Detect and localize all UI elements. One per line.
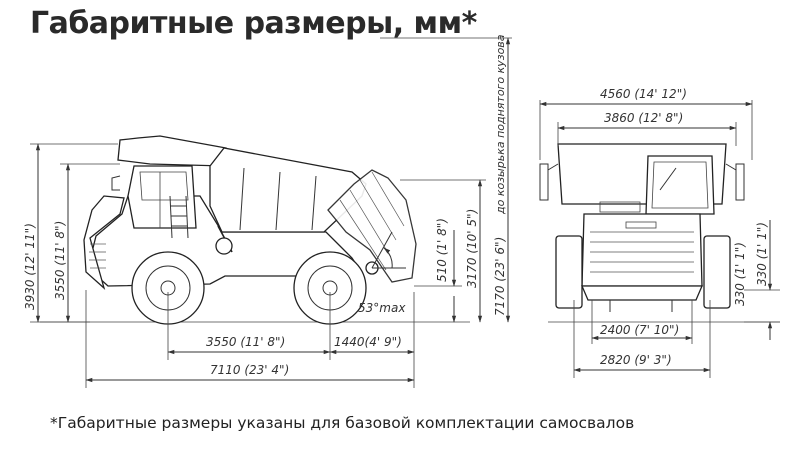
page-title: Габаритные размеры, мм* (30, 6, 477, 41)
raised-body-note: до козырька поднятого кузова (494, 34, 507, 215)
dim-height-small-front: 330 (1' 1") (733, 242, 747, 306)
dim-height-low: 510 (1' 8") (435, 218, 449, 282)
dim-width-total: 4560 (14' 12") (600, 87, 687, 101)
front-view-dimensions (539, 100, 780, 378)
dim-height-cab: 3550 (11' 8") (53, 221, 67, 300)
dim-wheelbase: 3550 (11' 8") (206, 335, 285, 349)
footnote: *Габаритные размеры указаны для базовой … (50, 414, 635, 432)
dim-height-total: 3930 (12' 11") (23, 223, 37, 310)
dim-height-raised-body: 7170 (23' 6") (493, 237, 507, 316)
dim-height-mid: 3170 (10' 5") (465, 209, 479, 288)
dim-ground-clearance-right: 330 (1' 1") (755, 222, 769, 286)
side-view-truck (40, 135, 470, 325)
dim-length-total: 7110 (23' 4") (210, 363, 289, 377)
tilt-angle (371, 231, 406, 269)
dim-track-outer: 2820 (9' 3") (600, 353, 672, 367)
front-view-truck (539, 143, 780, 323)
side-view-vertical-dimensions (30, 37, 512, 323)
side-view-horizontal-dimensions (85, 290, 415, 388)
dim-track-inner: 2400 (7' 10") (600, 323, 679, 337)
dim-angle: 53°max (358, 301, 406, 315)
dim-width-body: 3860 (12' 8") (604, 111, 683, 125)
dim-rear-overhang: 1440(4' 9") (334, 335, 402, 349)
